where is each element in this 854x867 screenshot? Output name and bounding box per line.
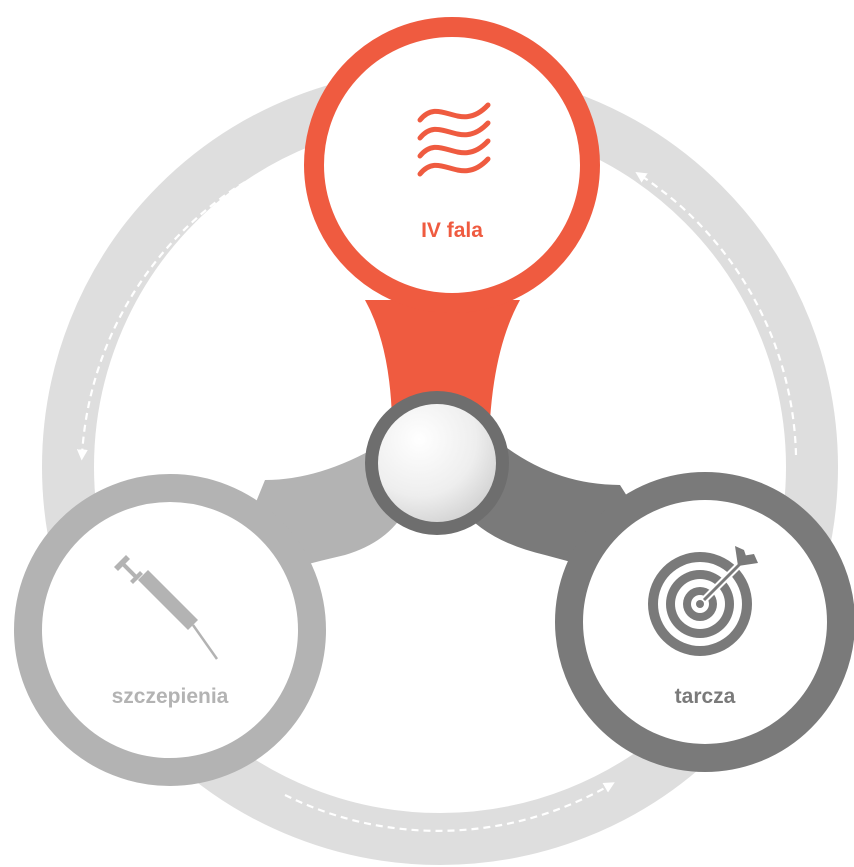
node-circle-left (14, 474, 326, 786)
node-label-right: tarcza (675, 685, 736, 708)
waves-icon (417, 102, 491, 177)
node-tarcza[interactable]: tarcza (455, 430, 854, 772)
syringe-icon (114, 555, 219, 660)
node-circle-top (304, 17, 600, 313)
node-iv-fala[interactable]: IV fala (304, 17, 600, 420)
center-hub (365, 391, 509, 535)
target-icon (648, 546, 758, 656)
node-label-left: szczepienia (112, 685, 229, 708)
node-label-top: IV fala (421, 219, 483, 242)
connector-top (365, 300, 520, 420)
cycle-arrow-bottom (284, 782, 615, 832)
node-szczepienia[interactable]: szczepienia (14, 445, 410, 786)
